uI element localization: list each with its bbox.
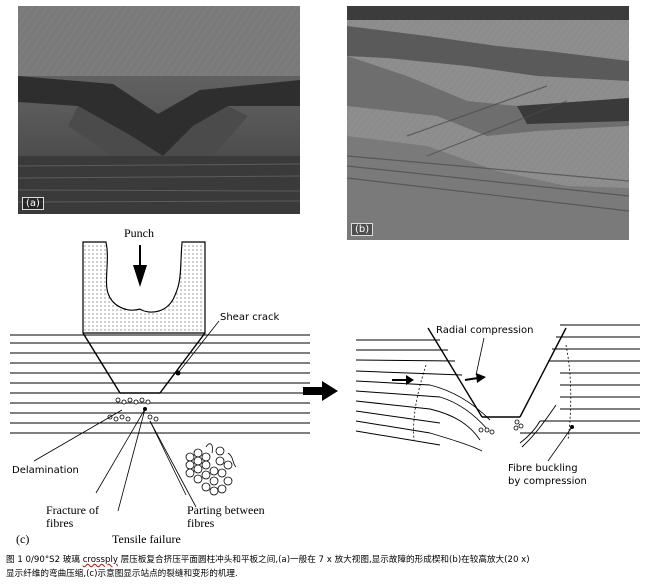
- tensile-failure-label: Tensile failure: [112, 532, 181, 546]
- buckling-callout-line: [547, 426, 573, 462]
- fibre-bundle: [185, 446, 233, 496]
- arrow-right-icon: [476, 373, 486, 383]
- radial-compression-label: Radial compression: [436, 325, 533, 336]
- parting-label-2: fibres: [187, 516, 215, 530]
- shear-crack-label: Shear crack: [220, 312, 279, 323]
- arrow-right-icon: [406, 375, 414, 385]
- photo-b-label: (b): [351, 223, 374, 236]
- fibre-cluster-right: [478, 419, 524, 435]
- photo-a-image: [18, 6, 300, 214]
- panel-c-label: (c): [16, 532, 29, 546]
- punch: [82, 241, 206, 334]
- schematic-diagram: Punch Shear crack Delamination Fracture …: [10, 226, 640, 546]
- caption-underlined-term: crossply: [82, 555, 118, 565]
- buckling-label-2: by compression: [508, 476, 587, 487]
- radial-arrows: [392, 373, 486, 385]
- punch-label: Punch: [124, 226, 154, 240]
- caption-part-1: 图 1 0/90°S2 玻璃: [6, 555, 83, 565]
- delamination-label: Delamination: [12, 465, 79, 476]
- parting-label-1: Parting between: [187, 503, 265, 517]
- transition-arrow-icon: [303, 381, 338, 401]
- fracture-label-1: Fracture of: [46, 503, 99, 517]
- punch-arrow-icon: [133, 265, 147, 287]
- caption-part-2: 层压板复合挤压平面圆柱冲头和平板之间,(a)一般在 7 x 放大视图,显示故障的…: [117, 555, 530, 565]
- caption-line-1: 图 1 0/90°S2 玻璃 crossply 层压板复合挤压平面圆柱冲头和平板…: [6, 553, 646, 567]
- photo-b: (b): [347, 6, 629, 240]
- caption-line-2: 显示纤维的弯曲压缩,(c)示意图显示站点的裂缝和变形的机理.: [6, 569, 238, 579]
- photo-b-image: [347, 6, 629, 240]
- right-wedge: [427, 327, 567, 418]
- right-laminate-layers: [355, 324, 640, 446]
- fibre-cluster-left: [107, 397, 159, 422]
- photo-a: (a): [18, 6, 300, 214]
- left-callouts: [33, 320, 220, 512]
- radial-callout-line: [475, 337, 485, 376]
- photo-a-label: (a): [22, 197, 44, 210]
- left-wedge: [82, 332, 206, 394]
- figure-caption: 图 1 0/90°S2 玻璃 crossply 层压板复合挤压平面圆柱冲头和平板…: [6, 553, 646, 581]
- left-laminate-layers: [10, 334, 310, 434]
- shear-zones: [413, 344, 572, 441]
- buckled-layers: [429, 384, 557, 452]
- fracture-label-2: fibres: [46, 516, 74, 530]
- buckling-label-1: Fibre buckling: [508, 463, 578, 474]
